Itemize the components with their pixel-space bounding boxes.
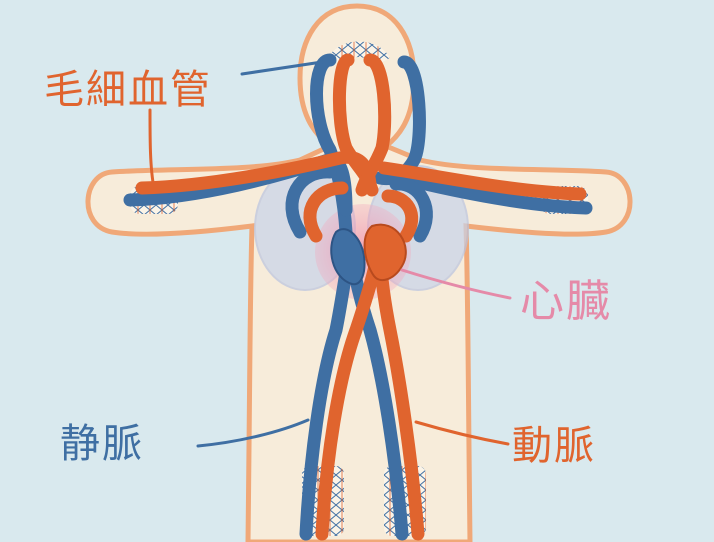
label-capillaries: 毛細血管: [44, 70, 212, 110]
label-heart: 心臓: [520, 280, 612, 324]
label-artery: 動脈: [512, 426, 596, 466]
label-vein: 静脈: [60, 424, 144, 464]
